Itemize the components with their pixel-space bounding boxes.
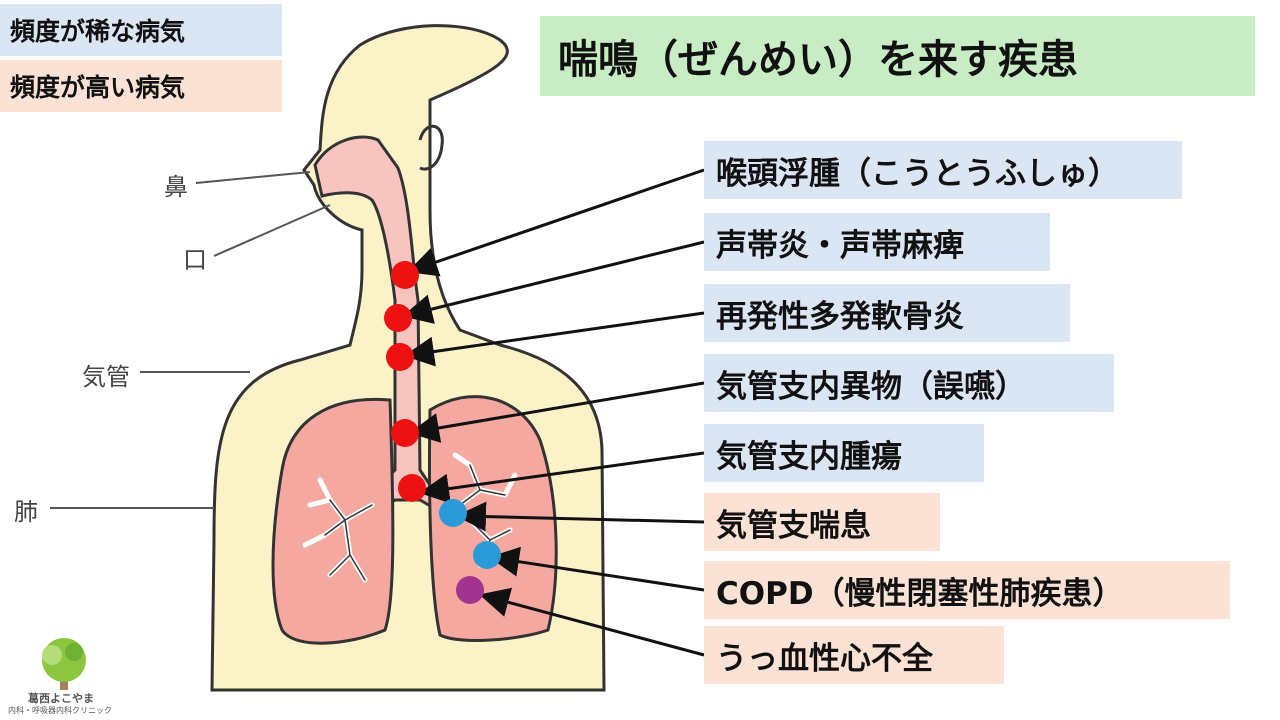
disease-label-6: 気管支喘息 <box>704 493 940 551</box>
disease-label-1: 喉頭浮腫（こうとうふしゅ） <box>704 141 1182 199</box>
disease-label-3: 再発性多発軟骨炎 <box>704 284 1070 342</box>
disease-label-2: 声帯炎・声帯麻痺 <box>704 213 1050 271</box>
legend-common: 頻度が高い病気 <box>0 60 282 112</box>
marker-red-5 <box>398 474 426 502</box>
marker-red-3 <box>386 343 414 371</box>
disease-arrows <box>402 168 705 657</box>
logo-tree-icon <box>42 638 86 690</box>
marker-red-1 <box>391 261 419 289</box>
label-trachea: 気管 <box>82 363 130 391</box>
marker-red-2 <box>384 304 412 332</box>
arrow-4 <box>409 381 705 443</box>
page-title: 喘鳴（ぜんめい）を来す疾患 <box>540 16 1255 96</box>
label-nose: 鼻 <box>164 173 188 201</box>
marker-purple-1 <box>456 576 484 604</box>
arrow-3 <box>404 311 705 367</box>
logo-subtitle: 内科・呼吸器内科クリニック <box>8 706 112 715</box>
disease-label-5: 気管支内腫瘍 <box>704 424 984 482</box>
anatomy-leaders <box>50 171 331 509</box>
arrow-5 <box>419 451 705 504</box>
arrow-2 <box>402 240 705 324</box>
label-lung: 肺 <box>14 498 38 526</box>
arrow-6 <box>456 501 705 532</box>
marker-red-4 <box>391 419 419 447</box>
disease-label-7: COPD（慢性閉塞性肺疾患） <box>704 561 1230 619</box>
arrow-1 <box>407 168 705 277</box>
lung-left <box>271 397 395 645</box>
logo-name: 葛西よこやま <box>28 692 94 705</box>
markers <box>384 261 501 604</box>
disease-label-8: うっ血性心不全 <box>704 626 1004 684</box>
label-mouth: 口 <box>183 246 207 274</box>
marker-blue-1 <box>439 499 467 527</box>
disease-label-4: 気管支内異物（誤嚥） <box>704 354 1114 412</box>
legend-rare: 頻度が稀な病気 <box>0 4 282 56</box>
marker-blue-2 <box>473 541 501 569</box>
arrow-7 <box>489 546 705 592</box>
ear <box>418 124 444 171</box>
bronchi-outline <box>324 464 511 581</box>
arrow-8 <box>479 587 705 657</box>
